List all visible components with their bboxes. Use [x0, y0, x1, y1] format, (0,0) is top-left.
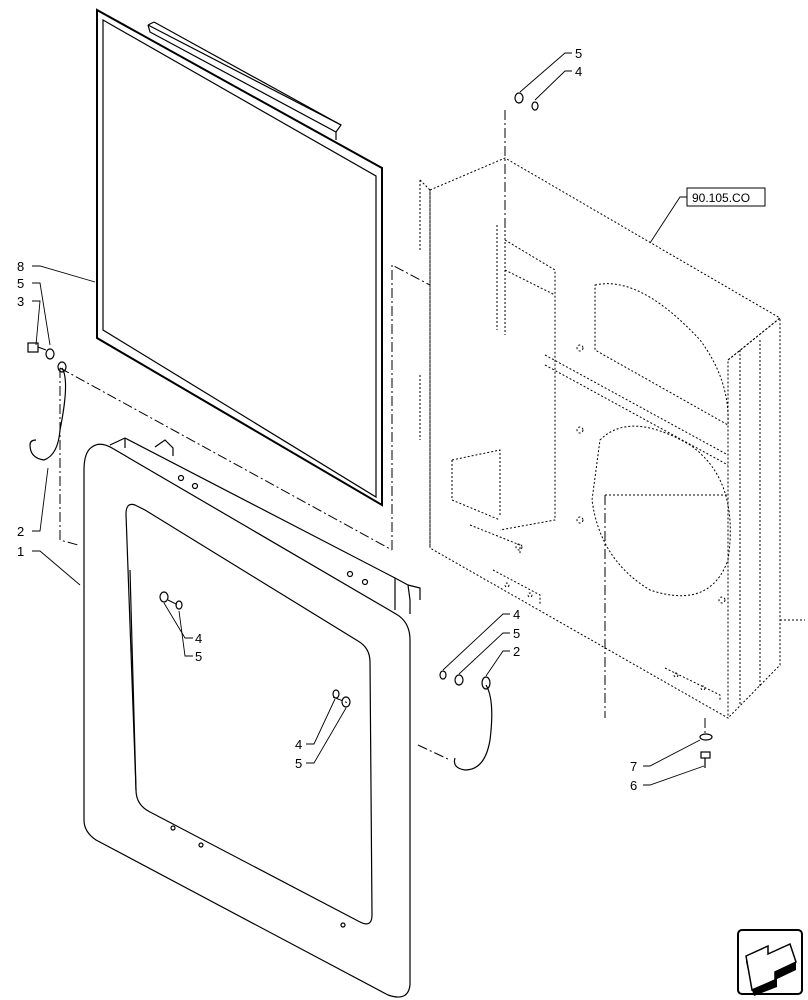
callout-3: 3 — [17, 294, 24, 309]
callout-2: 2 — [513, 644, 520, 659]
callout-5: 5 — [17, 276, 24, 291]
callout-4: 4 — [575, 64, 582, 79]
callout-5: 5 — [195, 649, 202, 664]
callout-5: 5 — [295, 756, 302, 771]
callout-5: 5 — [513, 626, 520, 641]
cable-right — [453, 684, 493, 771]
callout-4: 4 — [513, 607, 520, 622]
reference-link[interactable]: 90.105.CO — [686, 187, 766, 207]
cooling-housing — [419, 157, 805, 719]
callout-4: 4 — [295, 737, 302, 752]
cable-left — [29, 367, 67, 461]
leader-lines — [32, 52, 705, 786]
callout-8: 8 — [17, 259, 24, 274]
callout-2: 2 — [17, 524, 24, 539]
callout-1: 1 — [17, 544, 24, 559]
callout-7: 7 — [630, 759, 637, 774]
arrow-navigation-icon[interactable] — [737, 929, 803, 996]
callout-4: 4 — [195, 631, 202, 646]
callout-labels: 8 5 3 2 1 4 5 4 5 5 4 4 5 2 7 6 — [17, 46, 637, 793]
glass-pane-part-8 — [96, 8, 383, 507]
door-frame-part-1 — [83, 437, 421, 998]
callout-5: 5 — [575, 46, 582, 61]
hardware — [27, 92, 713, 771]
reference-label[interactable]: 90.105.CO — [692, 191, 750, 205]
callout-6: 6 — [630, 778, 637, 793]
